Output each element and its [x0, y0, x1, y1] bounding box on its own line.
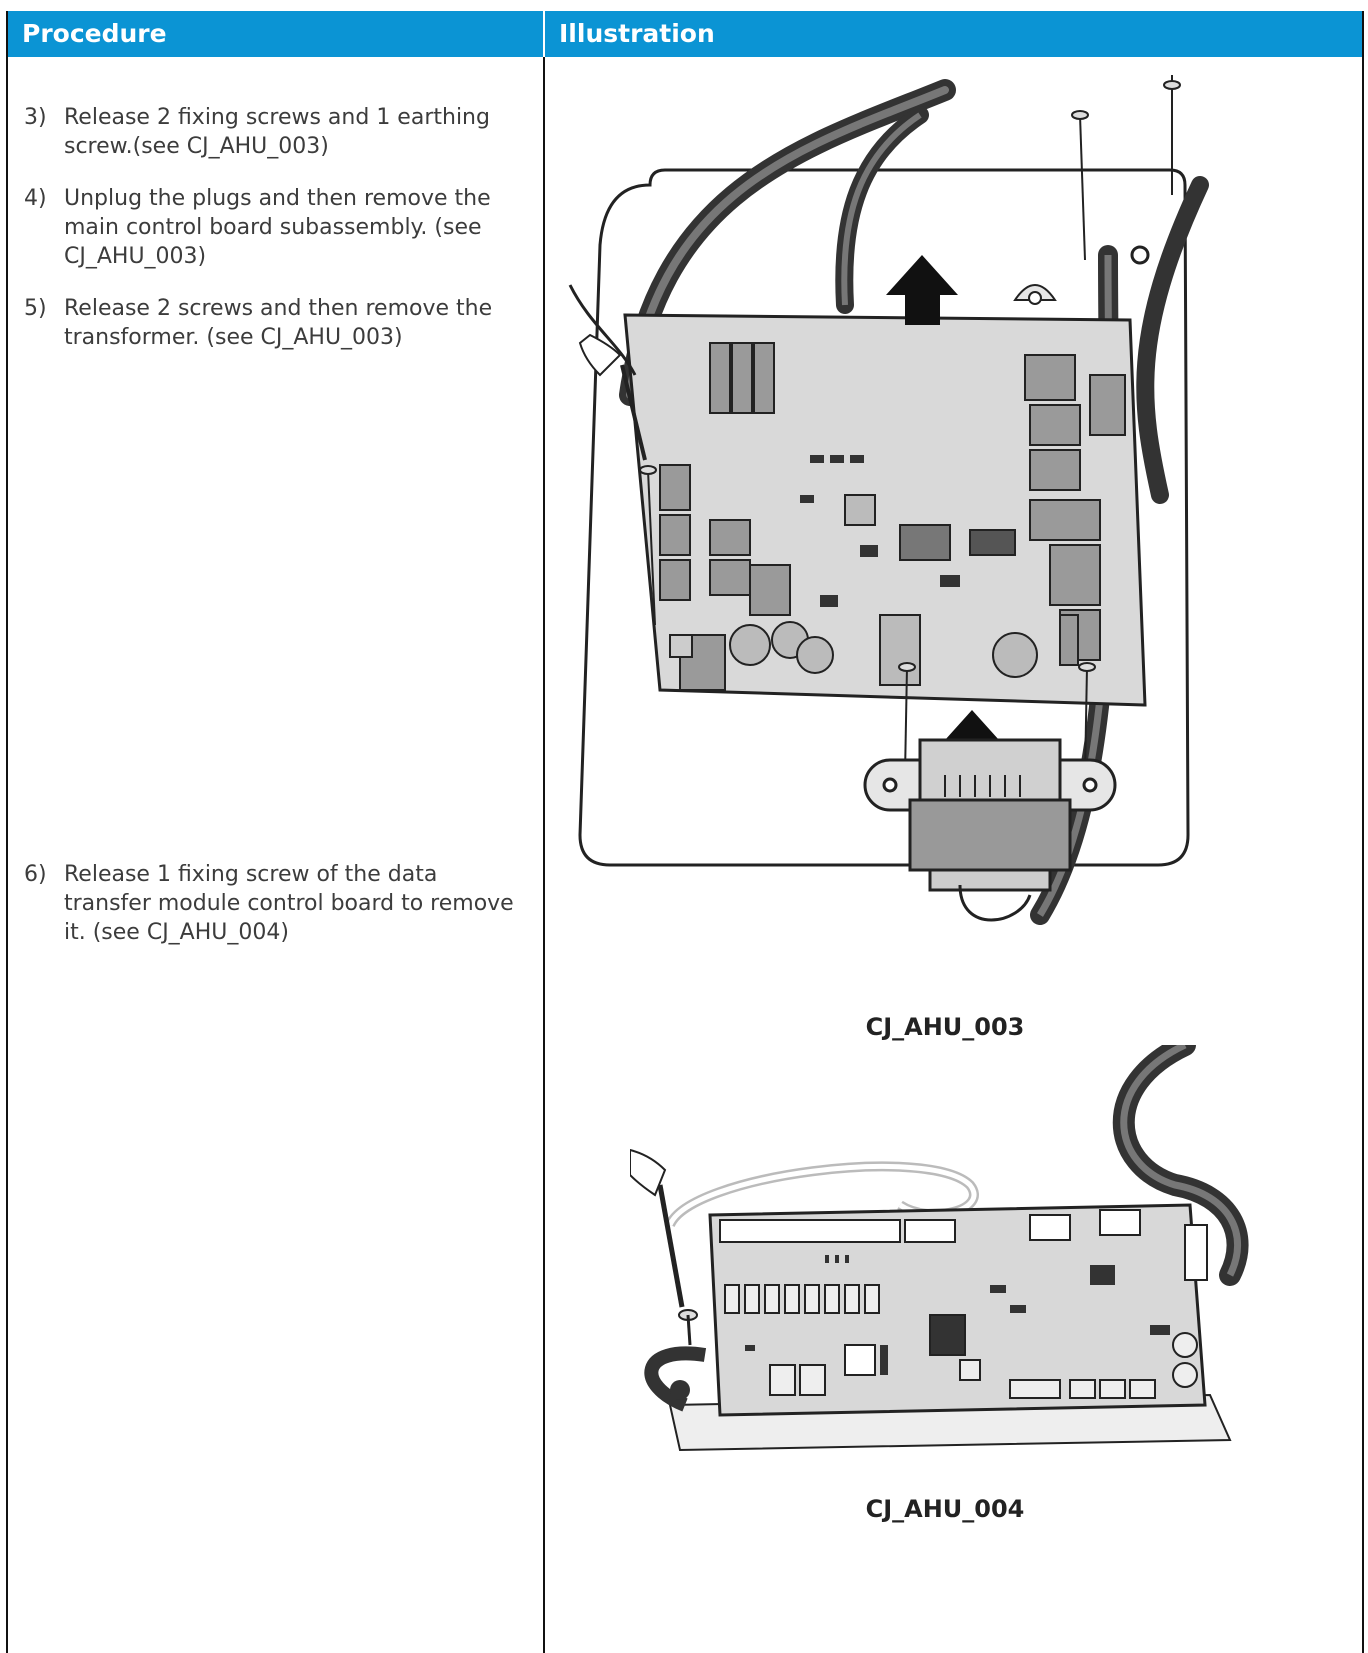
procedure-table: Procedure Illustration 3) Release 2 fixi…: [6, 11, 1364, 1653]
step-6: 6) Release 1 fixing screw of the data tr…: [24, 860, 519, 947]
table-header: Procedure Illustration: [8, 11, 1362, 57]
step-number: 3): [24, 105, 47, 130]
figure-caption-cj-ahu-003: CJ_AHU_003: [865, 1013, 1025, 1041]
column-divider: [543, 57, 545, 1653]
illustration-column-header: Illustration: [559, 19, 715, 48]
step-text: Release 1 fixing screw of the data trans…: [64, 862, 514, 945]
step-text: Release 2 screws and then remove the tra…: [64, 296, 493, 350]
procedure-column-header: Procedure: [22, 19, 167, 48]
step-4: 4) Unplug the plugs and then remove the …: [24, 184, 519, 271]
step-5: 5) Release 2 screws and then remove the …: [24, 294, 519, 352]
step-number: 6): [24, 862, 47, 887]
data-transfer-module-illustration: [630, 1045, 1249, 1452]
step-number: 5): [24, 296, 47, 321]
step-text: Release 2 fixing screws and 1 earthing s…: [64, 105, 490, 159]
figure-caption-cj-ahu-004: CJ_AHU_004: [865, 1495, 1025, 1523]
step-text: Unplug the plugs and then remove the mai…: [64, 186, 491, 269]
header-divider: [543, 11, 545, 57]
step-3: 3) Release 2 fixing screws and 1 earthin…: [24, 103, 519, 161]
step-number: 4): [24, 186, 47, 211]
main-control-board-illustration: [568, 75, 1209, 925]
